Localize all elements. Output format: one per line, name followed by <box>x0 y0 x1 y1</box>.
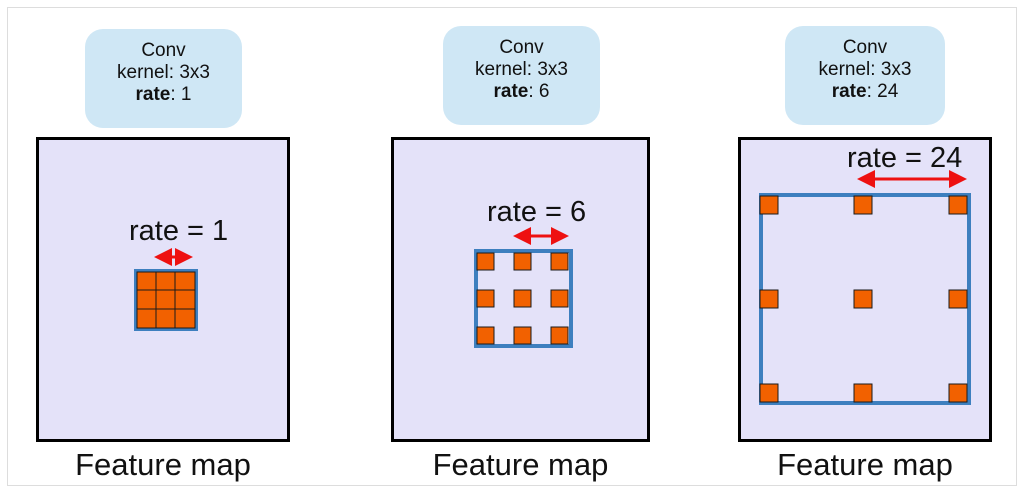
kernel-cell <box>550 326 569 345</box>
kernel-cell <box>513 326 532 345</box>
rate-keyword: rate <box>135 84 171 105</box>
kernel-cell <box>136 289 157 310</box>
receptive-field-rate-6 <box>474 249 573 348</box>
rate-value: : 24 <box>866 81 899 102</box>
kernel-cell <box>948 289 968 309</box>
conv-label-rate-1: Conv kernel: 3x3 rate: 1 <box>85 29 242 128</box>
kernel-cells-rate-24 <box>759 195 968 403</box>
rate-value: : 1 <box>170 84 192 105</box>
kernel-cell <box>476 289 495 308</box>
kernel-size: kernel: 3x3 <box>818 59 912 80</box>
kernel-cells-rate-6 <box>476 252 569 345</box>
conv-label-rate-6: Conv kernel: 3x3 rate: 6 <box>443 26 600 125</box>
rate-keyword: rate <box>831 81 867 102</box>
conv-title: Conv <box>842 37 888 58</box>
kernel-size: kernel: 3x3 <box>117 62 210 83</box>
kernel-cell <box>513 289 532 308</box>
kernel-cell <box>948 195 968 215</box>
kernel-cell <box>155 308 176 329</box>
kernel-cell <box>174 271 196 291</box>
kernel-cell <box>174 289 196 310</box>
kernel-cell <box>136 271 157 291</box>
kernel-cell <box>174 308 196 329</box>
kernel-cell <box>513 252 532 271</box>
rate-line: rate: 1 <box>85 84 242 106</box>
rate-annotation-1: rate = 1 <box>129 215 229 247</box>
kernel-cell <box>853 289 873 309</box>
kernel-cell <box>759 289 779 309</box>
kernel-cell <box>476 252 495 271</box>
kernel-cell <box>853 195 873 215</box>
rate-line: rate: 24 <box>785 81 945 103</box>
kernel-rate-1 <box>134 248 198 331</box>
rate-value: : 6 <box>528 81 550 102</box>
feature-map-caption-6: Feature map <box>432 447 609 482</box>
kernel-cell <box>550 289 569 308</box>
kernel-cell <box>476 326 495 345</box>
kernel-rate-6 <box>474 227 573 348</box>
rate-keyword: rate <box>493 81 529 102</box>
feature-map-caption-1: Feature map <box>75 447 251 482</box>
feature-map-caption-24: Feature map <box>777 447 953 482</box>
kernel-cell <box>155 289 176 310</box>
kernel-cell <box>136 308 157 329</box>
kernel-cell <box>155 271 176 291</box>
kernel-size: kernel: 3x3 <box>475 59 568 80</box>
kernel-rate-24 <box>759 170 971 405</box>
conv-label-rate-24: Conv kernel: 3x3 rate: 24 <box>785 26 945 125</box>
kernel-cells-rate-1 <box>136 271 196 329</box>
conv-title: Conv <box>141 40 186 61</box>
conv-title: Conv <box>499 37 544 58</box>
rate-annotation-6: rate = 6 <box>487 196 587 228</box>
kernel-cell <box>853 383 873 403</box>
kernel-cell <box>759 383 779 403</box>
rate-line: rate: 6 <box>443 81 600 103</box>
kernel-cell <box>550 252 569 271</box>
rate-annotation-24: rate = 24 <box>847 142 963 174</box>
kernel-cell <box>759 195 779 215</box>
kernel-cell <box>948 383 968 403</box>
